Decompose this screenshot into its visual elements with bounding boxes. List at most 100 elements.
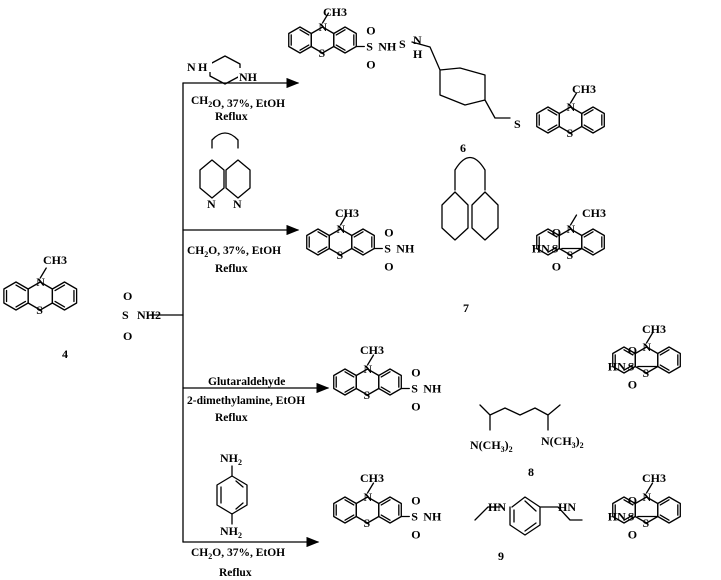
- condition-6-line2: Reflux: [215, 111, 248, 123]
- sulfonyl-oxygen: O: [411, 528, 420, 542]
- ring-nitrogen: N: [319, 20, 328, 34]
- sulfonamide-nh: NH: [423, 510, 442, 524]
- reagent-7-nitrogen-right: N: [233, 197, 242, 211]
- aromatic-bond: [299, 29, 310, 36]
- aromatic-bond: [54, 284, 66, 292]
- sulfonyl-sulfur: S: [552, 242, 559, 256]
- sulfonamide-nh: NH: [378, 40, 397, 54]
- aromatic-bond: [380, 371, 391, 378]
- aromatic-bond: [15, 284, 27, 292]
- aromatic-bond: [54, 300, 66, 308]
- sulfonyl-benzo-ring: [51, 281, 78, 311]
- n-methyl-bond: [366, 354, 375, 366]
- aromatic-bond: [380, 514, 391, 521]
- compound-4-core: NS: [3, 267, 78, 317]
- sulfonyl-sulfur: S: [628, 360, 635, 374]
- ring-nitrogen: N: [643, 340, 652, 354]
- aromatic-bond: [335, 44, 346, 51]
- sulfonyl-oxygen: O: [366, 24, 375, 38]
- sulfonyl-benzo-ring: [333, 26, 357, 54]
- piperazine-h-top: H: [198, 60, 208, 74]
- compound-8-methyl-right: CH3: [642, 322, 666, 336]
- compound-4-sulfonyl-s: S: [122, 308, 129, 322]
- compound-6-methyl-right: CH3: [572, 82, 596, 96]
- benzo-ring: [306, 228, 330, 256]
- aromatic-bond: [15, 300, 27, 308]
- compound-7-methyl-left: CH3: [335, 206, 359, 220]
- sulfonyl-oxygen: O: [628, 494, 637, 508]
- benzo-ring: [3, 281, 29, 311]
- compound-6-nh-left: N: [413, 33, 422, 47]
- compound-4-number: 4: [62, 347, 68, 361]
- ring-sulfur: S: [643, 366, 650, 380]
- aromatic-bond: [623, 514, 634, 521]
- ring-sulfur: S: [364, 516, 371, 530]
- benzo-ring: [288, 26, 312, 54]
- sulfonyl-oxygen: O: [628, 344, 637, 358]
- compound-8-methyl-left: CH3: [360, 343, 384, 357]
- n-methyl-bond: [339, 214, 348, 226]
- compound-4-oxygen-top: O: [123, 289, 132, 303]
- aromatic-bond: [583, 109, 594, 116]
- aromatic-bond: [547, 124, 558, 131]
- reagent-bipiperidyl-propane: N N: [199, 132, 251, 211]
- n-methyl-bond: [321, 12, 330, 24]
- ring-sulfur: S: [36, 303, 43, 317]
- compound-4-amine: NH2: [137, 308, 161, 322]
- compound-4-methyl: CH3: [43, 253, 67, 267]
- sulfonyl-sulfur: S: [411, 510, 418, 524]
- compound-7-number: 7: [463, 301, 469, 315]
- ring-sulfur: S: [643, 516, 650, 530]
- aromatic-bond: [344, 514, 355, 521]
- sulfonyl-benzo-ring: [581, 228, 605, 256]
- aromatic-bond: [583, 231, 594, 238]
- compound-6-linker: [411, 41, 511, 119]
- ring-sulfur: S: [364, 388, 371, 402]
- reagent-9-amine-top: NH2: [220, 451, 242, 467]
- sulfonyl-oxygen: O: [628, 528, 637, 542]
- condition-8-line2: 2-dimethylamine, EtOH: [187, 395, 305, 407]
- sulfonyl-oxygen: O: [384, 260, 393, 274]
- ring-nitrogen: N: [643, 490, 652, 504]
- sulfonamide-nh: NH: [396, 242, 415, 256]
- aromatic-bond: [335, 29, 346, 36]
- condition-6-line1: CH2O, 37%, EtOH: [191, 95, 285, 110]
- sulfonyl-benzo-ring: [657, 496, 681, 524]
- sulfonamide-nh: HN: [532, 242, 550, 256]
- sulfonamide-nh: HN: [608, 360, 626, 374]
- sulfonyl-oxygen: O: [411, 366, 420, 380]
- sulfonyl-sulfur: S: [384, 242, 391, 256]
- sulfonyl-sulfur: S: [628, 510, 635, 524]
- aromatic-bond: [344, 386, 355, 393]
- aromatic-bond: [583, 124, 594, 131]
- reagent-7-nitrogen-left: N: [207, 197, 216, 211]
- sulfonyl-benzo-ring: [351, 228, 375, 256]
- aromatic-bond: [547, 109, 558, 116]
- condition-7-line2: Reflux: [215, 263, 248, 275]
- ring-sulfur: S: [567, 126, 574, 140]
- aromatic-bond: [583, 246, 594, 253]
- aromatic-bond: [547, 246, 558, 253]
- condition-7-line1: CH2O, 37%, EtOH: [187, 245, 281, 259]
- piperazine-nh-bottom: NH: [239, 70, 258, 84]
- compound-9-linker: [474, 496, 583, 536]
- compound-6-number: 6: [460, 141, 466, 155]
- benzo-ring: [333, 368, 357, 396]
- aromatic-bond: [623, 499, 634, 506]
- compound-9-nh-1: HN: [488, 500, 506, 514]
- compound-4: NS CH3 S O O NH2 4: [3, 253, 161, 361]
- reagent-piperazine: N H NH: [187, 55, 258, 85]
- benzo-ring: [536, 106, 560, 134]
- ring-nitrogen: N: [567, 222, 576, 236]
- reaction-arrows: [149, 77, 330, 548]
- compound-6-core-right: NS: [536, 92, 605, 140]
- sulfonyl-oxygen: O: [552, 226, 561, 240]
- aromatic-bond: [344, 499, 355, 506]
